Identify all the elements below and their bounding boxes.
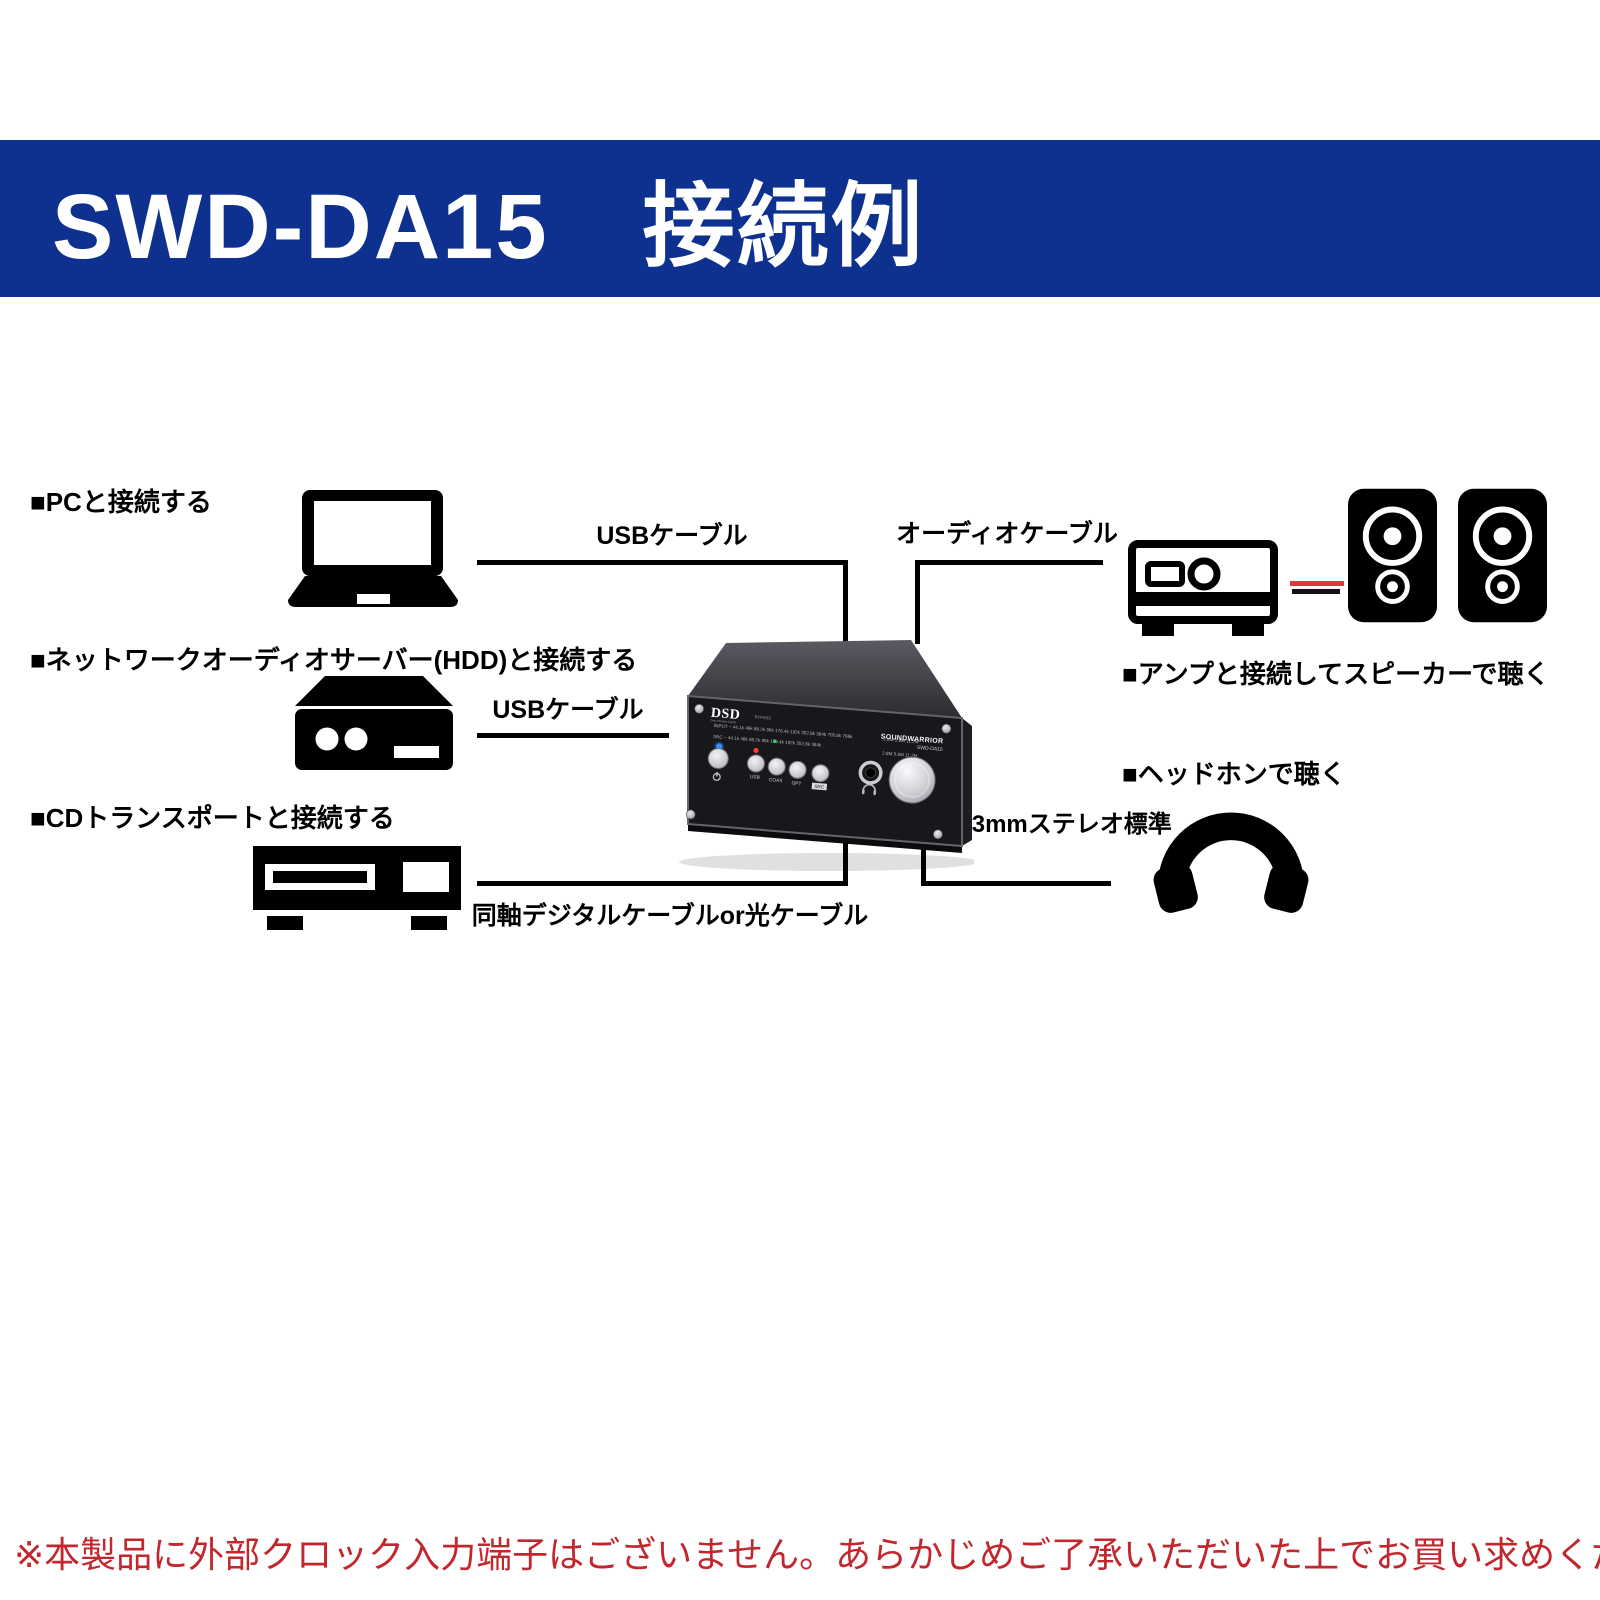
header-banner: SWD-DA15 接続例 (0, 140, 1600, 297)
device-bottom-edge (688, 824, 962, 853)
pc-usb-line-v (843, 560, 848, 644)
cd-transport-icon (253, 846, 461, 930)
power-icon (712, 771, 721, 781)
headphones-icon (1153, 812, 1309, 913)
coax-cable-label: 同軸デジタルケーブルor光ケーブル (471, 902, 869, 930)
panel-screw (685, 809, 696, 820)
usb-cable-pc-label: USBケーブル (596, 522, 748, 550)
device-top-face (688, 640, 962, 718)
usb-button[interactable] (746, 754, 765, 773)
device-side-face (962, 718, 972, 846)
dsd-logo-sub: Direct Stream Digital (710, 718, 736, 724)
audio-cable-label: オーディオケーブル (896, 520, 1118, 548)
phones-line-h (921, 881, 1111, 886)
speaker-wire-red (1290, 581, 1344, 586)
panel-screw (933, 829, 943, 840)
opt-button-label: OPT (791, 780, 801, 787)
headphone-jack-hole (865, 767, 877, 779)
coax-line-h (477, 881, 848, 886)
dac-device-photo: DSD Direct Stream Digital BYPASS INPUT −… (679, 640, 974, 871)
usb-button-label: USB (750, 774, 760, 781)
caution-note: ※本製品に外部クロック入力端子はございません。あらかじめご了承いただいた上でお買… (14, 1534, 1600, 1575)
dsd-rate-row-top: 2.8M 5.6M 11.2M (883, 737, 919, 745)
src-label-box (811, 782, 828, 791)
usb-led (753, 747, 759, 754)
cd-section-label: ■CDトランスポートと接続する (30, 803, 395, 833)
page-title: SWD-DA15 接続例 (52, 176, 925, 278)
audio-line-v (915, 560, 920, 644)
speaker-left-icon (1348, 488, 1437, 623)
coax-line-v (843, 806, 848, 886)
coax-button-label: COAX (769, 777, 784, 784)
amp-section-label: ■アンプと接続してスピーカーで聴く (1122, 659, 1550, 689)
dsd-rate-row-bottom: 2.8M 5.6M 11.2M (882, 751, 918, 759)
panel-screw (941, 723, 952, 734)
power-button[interactable] (707, 747, 729, 770)
laptop-icon (288, 490, 458, 607)
amplifier-icon (1128, 540, 1278, 636)
src-button[interactable] (811, 764, 830, 783)
bypass-label: BYPASS (755, 714, 772, 720)
coax-button[interactable] (767, 757, 786, 776)
headphone-glyph-icon (861, 783, 877, 796)
network-server-icon (295, 676, 453, 770)
volume-knob-ring (894, 762, 930, 798)
opt-button[interactable] (788, 760, 807, 779)
volume-knob[interactable] (887, 755, 937, 805)
model-label: SWD-DA15 (917, 745, 943, 753)
headphone-section-label: ■ヘッドホンで聴く (1122, 759, 1346, 789)
device-shadow (679, 853, 974, 871)
speaker-right-icon (1458, 488, 1547, 623)
dsd-logo: DSD (710, 706, 741, 723)
usb-cable-network-label: USBケーブル (492, 696, 644, 724)
pc-usb-line-h (477, 560, 848, 565)
speaker-wire-black (1292, 589, 1340, 594)
audio-line-h (915, 560, 1103, 565)
src-button-label: SRC (814, 784, 825, 791)
src-led (773, 739, 777, 744)
network-usb-line (477, 733, 669, 738)
network-section-label: ■ネットワークオーディオサーバー(HDD)と接続する (30, 645, 638, 675)
pc-section-label: ■PCと接続する (30, 487, 212, 517)
panel-screw (694, 703, 704, 714)
